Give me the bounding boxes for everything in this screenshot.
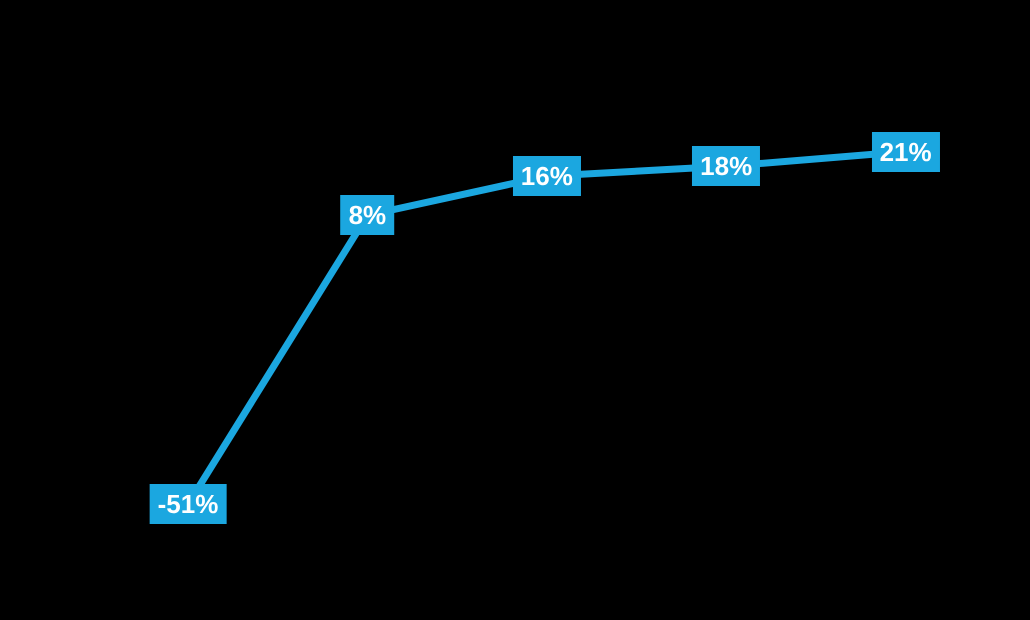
- data-label-2: 16%: [512, 156, 581, 197]
- data-label-0: -51%: [149, 484, 227, 525]
- data-label-3: 18%: [692, 146, 761, 187]
- data-label-4: 21%: [871, 131, 940, 172]
- data-label-1: 8%: [340, 195, 395, 236]
